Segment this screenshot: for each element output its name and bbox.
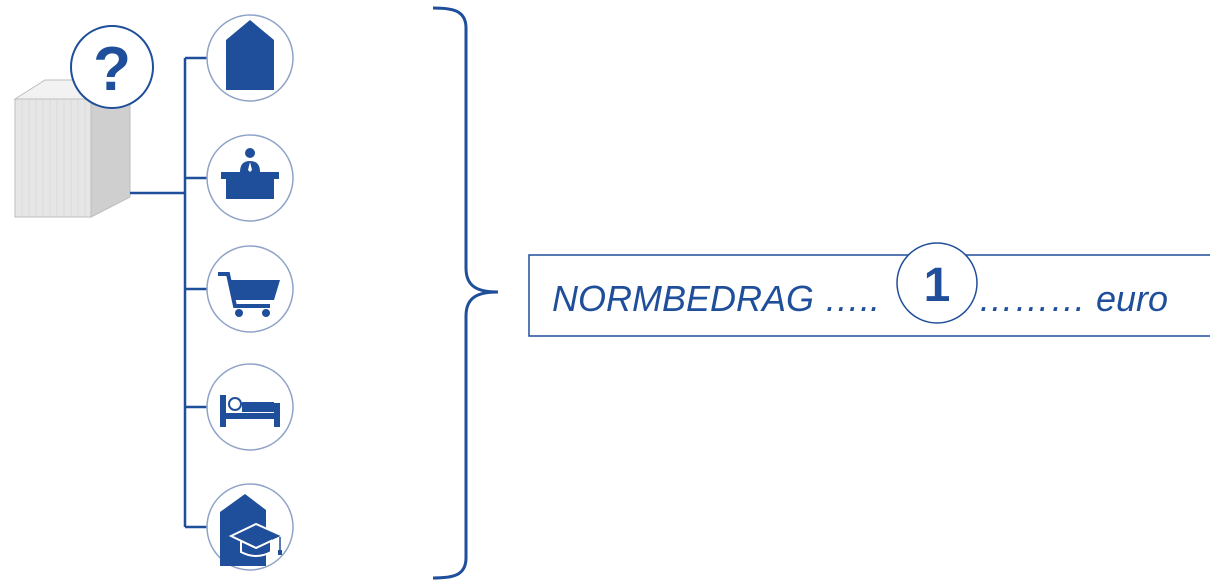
- curly-brace: [432, 6, 499, 580]
- result-number: 1: [924, 259, 951, 312]
- question-mark-text: ?: [93, 35, 131, 104]
- building-icon: [13, 79, 131, 218]
- result-box: NORMBEDRAG ….. 1 ……… euro: [528, 242, 1210, 337]
- category-shopping: [206, 245, 294, 333]
- result-number-badge: [896, 242, 978, 324]
- office-desk-icon: [221, 148, 279, 199]
- question-badge: ?: [70, 25, 154, 109]
- category-work: [206, 134, 294, 222]
- category-housing: [206, 14, 294, 102]
- result-label-before: NORMBEDRAG …..: [552, 278, 880, 319]
- connector-lines: [130, 56, 208, 529]
- category-education: [206, 483, 294, 571]
- bed-icon: [220, 395, 280, 427]
- building-front: [14, 98, 92, 218]
- question-mark-icon: [70, 25, 154, 109]
- house-icon: [226, 20, 274, 90]
- shopping-cart-icon: [218, 272, 280, 317]
- result-label-after: ……… euro: [978, 278, 1168, 319]
- category-sleep: [206, 363, 294, 451]
- house-graduation-cap-icon: [220, 494, 286, 566]
